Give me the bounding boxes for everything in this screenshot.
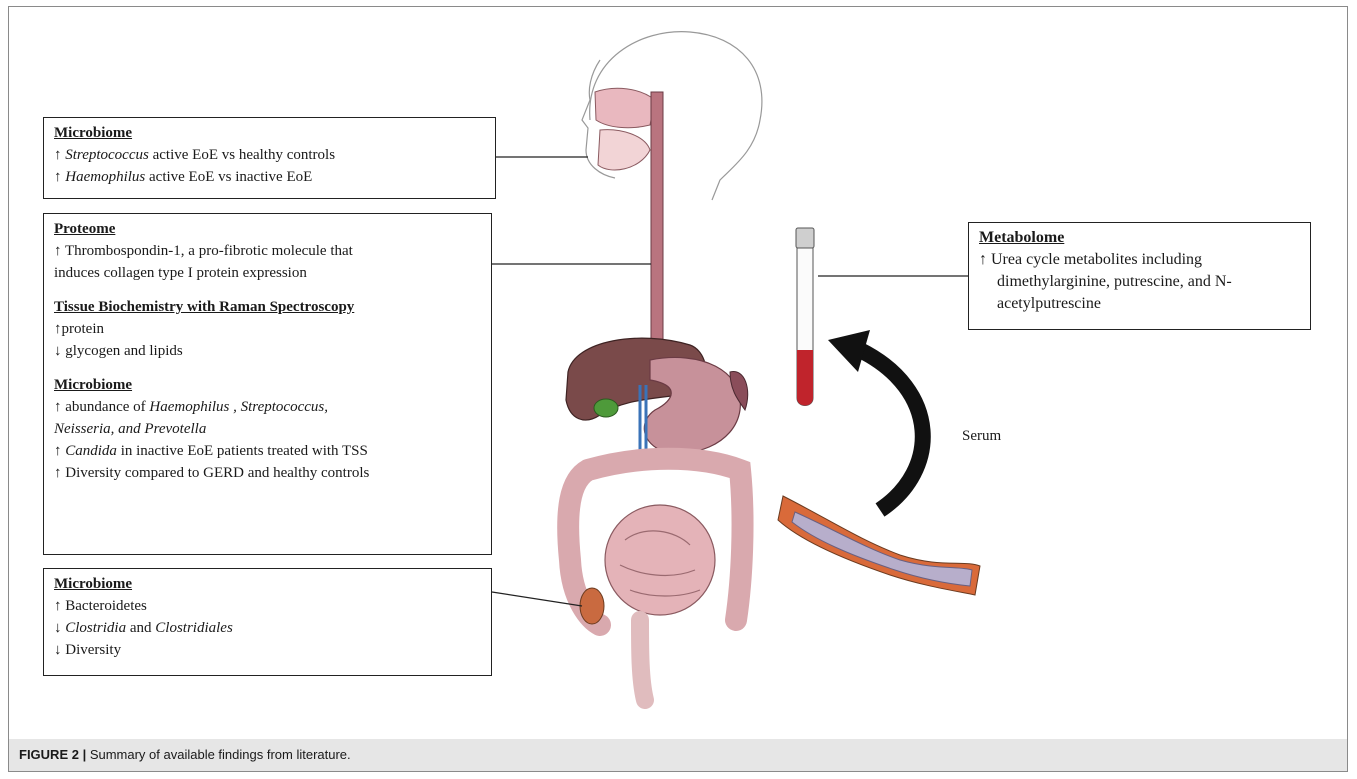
metabolome-heading: Metabolome <box>979 227 1300 249</box>
intestine-line-2: ↓ Clostridia and Clostridiales <box>54 617 481 639</box>
raman-heading: Tissue Biochemistry with Raman Spectrosc… <box>54 296 481 318</box>
rectum <box>640 620 645 700</box>
proteome-line-2: induces collagen type I protein expressi… <box>54 262 481 284</box>
stomach <box>644 357 740 453</box>
metabolome-line-2: dimethylarginine, putrescine, and N- <box>979 271 1300 293</box>
cecum <box>580 588 604 624</box>
intestine-microbiome-heading: Microbiome <box>54 573 481 595</box>
proteome-heading: Proteome <box>54 218 481 240</box>
serum-label: Serum <box>962 428 1001 445</box>
esophagus-micro-line-1: ↑ abundance of Haemophilus , Streptococc… <box>54 396 481 418</box>
tongue <box>598 130 650 170</box>
metabolome-line-3: acetylputrescine <box>979 293 1300 315</box>
esophagus <box>651 92 663 342</box>
metabolome-line-1: ↑ Urea cycle metabolites including <box>979 249 1300 271</box>
intestine-microbiome-box: Microbiome ↑ Bacteroidetes ↓ Clostridia … <box>43 568 492 676</box>
small-intestine <box>605 505 715 615</box>
metabolome-box: Metabolome ↑ Urea cycle metabolites incl… <box>968 222 1311 330</box>
raman-line-1: ↑protein <box>54 318 481 340</box>
mouth-microbiome-box: Microbiome ↑ Streptococcus active EoE vs… <box>43 117 496 199</box>
caption-label: FIGURE 2 | <box>19 747 86 762</box>
intestine-line-3: ↓ Diversity <box>54 639 481 661</box>
figure-caption: FIGURE 2 | Summary of available findings… <box>9 739 1347 771</box>
mouth-line-1: ↑ Streptococcus active EoE vs healthy co… <box>54 144 485 166</box>
esophagus-micro-line-4: ↑ Diversity compared to GERD and healthy… <box>54 462 481 484</box>
proteome-line-1: ↑ Thrombospondin-1, a pro-fibrotic molec… <box>54 240 481 262</box>
raman-line-2: ↓ glycogen and lipids <box>54 340 481 362</box>
serum-arrow <box>860 350 923 510</box>
gallbladder <box>594 399 618 417</box>
nasal-cavity <box>595 88 655 127</box>
serum-arrowhead <box>828 330 870 372</box>
mouth-line-2: ↑ Haemophilus active EoE vs inactive EoE <box>54 166 485 188</box>
mouth-microbiome-heading: Microbiome <box>54 122 485 144</box>
caption-text: Summary of available findings from liter… <box>86 747 350 762</box>
esophagus-box: Proteome ↑ Thrombospondin-1, a pro-fibro… <box>43 213 492 555</box>
tube-blood <box>797 350 813 406</box>
esophagus-microbiome-heading: Microbiome <box>54 374 481 396</box>
tube-cap <box>796 228 814 248</box>
intestine-line-1: ↑ Bacteroidetes <box>54 595 481 617</box>
esophagus-micro-line-2: Neisseria, and Prevotella <box>54 418 481 440</box>
esophagus-micro-line-3: ↑ Candida in inactive EoE patients treat… <box>54 440 481 462</box>
